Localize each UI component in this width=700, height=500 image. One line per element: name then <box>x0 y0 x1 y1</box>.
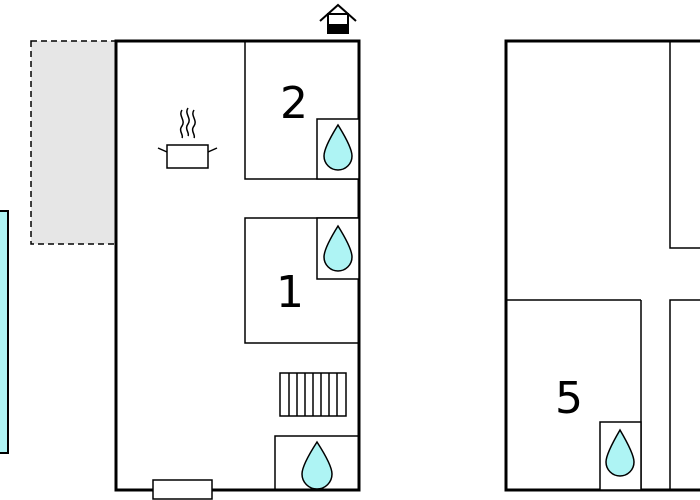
room-1-label: 1 <box>276 267 304 318</box>
water-drop-icon <box>323 123 353 171</box>
water-drop-icon <box>323 224 353 272</box>
room-1-walls <box>244 217 359 344</box>
door-icon <box>152 479 213 500</box>
upper-floor-partition <box>669 41 700 249</box>
kitchen-pot-icon <box>157 107 218 169</box>
ground-floor-bathroom <box>274 435 359 490</box>
water-drop-icon <box>301 440 333 490</box>
fireplace-chimney-icon <box>319 3 357 34</box>
terrace <box>30 40 117 245</box>
pool <box>0 210 9 454</box>
room-2-label: 2 <box>280 78 308 129</box>
staircase-icon <box>279 372 347 417</box>
upper-floor-hall-wall-right <box>669 299 700 490</box>
water-drop-icon <box>605 428 635 477</box>
room-5-label: 5 <box>555 373 583 424</box>
